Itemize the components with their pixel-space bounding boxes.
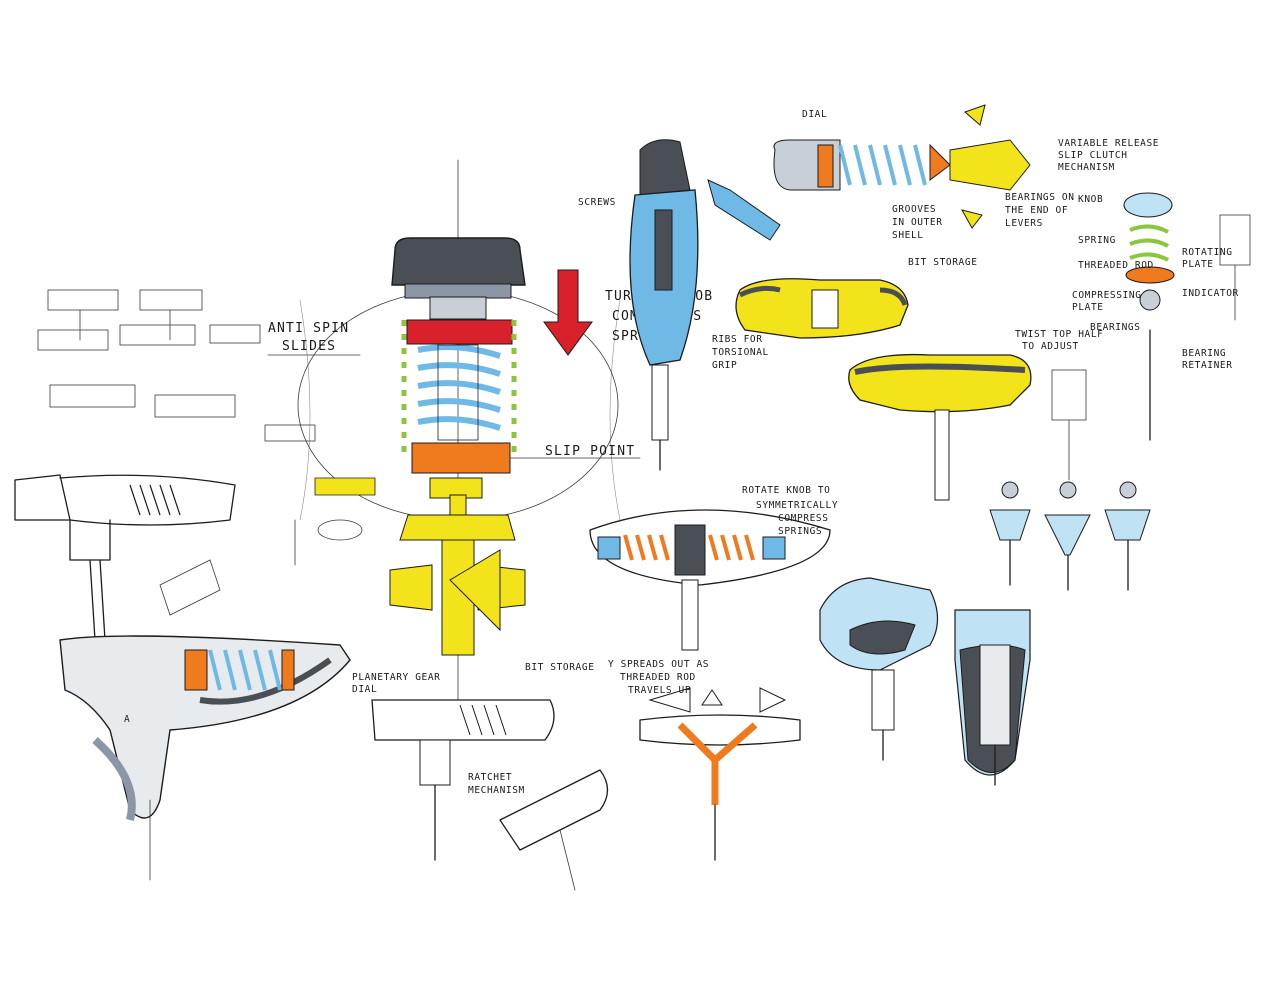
ribs-label-3: GRIP: [712, 360, 737, 371]
central-exploded-clutch: [297, 159, 621, 701]
twist-top-label-2: TO ADJUST: [1022, 341, 1079, 352]
misc-small-sketches: [159, 424, 376, 616]
bottom-right-tools: [819, 577, 1031, 786]
planetary-gear-label-2: DIAL: [352, 684, 377, 695]
bearing-retainer-label-2: RETAINER: [1182, 360, 1233, 371]
ribs-label-2: TORSIONAL: [712, 347, 769, 358]
y-spreads-label: Y SPREADS OUT AS: [608, 659, 709, 670]
grooves-label: GROOVES: [892, 204, 936, 215]
planetary-gear-label: PLANETARY GEAR: [352, 672, 440, 683]
threaded-rod-label: THREADED ROD: [1078, 260, 1154, 271]
bearings-label-3: LEVERS: [1005, 218, 1043, 229]
bit-storage-top-label: BIT STORAGE: [908, 257, 978, 268]
ratchet-label: RATCHET: [468, 772, 512, 783]
left-thumbnail-sketches: [37, 289, 261, 418]
left-t-handle-sketch: [14, 474, 236, 641]
rotating-plate-label: ROTATING: [1182, 247, 1233, 258]
rotate-knob-label: ROTATE KNOB TO: [742, 485, 830, 496]
anti-spin-label: ANTI SPIN: [268, 321, 349, 336]
variable-release-label: VARIABLE RELEASE: [1058, 138, 1159, 149]
bottom-center-t-handle: BIT STORAGE RATCHET MECHANISM: [371, 662, 609, 891]
section-a-mark: A: [124, 714, 130, 725]
slip-point-label: SLIP POINT: [545, 444, 635, 459]
y-spreads-sketch: Y SPREADS OUT AS THREADED ROD TRAVELS UP: [608, 659, 801, 861]
rotate-knob-label-4: SPRINGS: [778, 526, 822, 537]
dial-label: DIAL: [802, 109, 827, 120]
blue-screwdriver-sketch: SCREWS RIBS FOR TORSIONAL GRIP: [578, 139, 781, 471]
bearing-retainer-label: BEARING: [1182, 348, 1226, 359]
twist-top-label: TWIST TOP HALF: [1015, 329, 1103, 340]
variable-release-label-3: MECHANISM: [1058, 162, 1115, 173]
grooves-label-3: SHELL: [892, 230, 924, 241]
yellow-t-handles: TWIST TOP HALF TO ADJUST: [735, 278, 1103, 501]
ribs-label: RIBS FOR: [712, 334, 763, 345]
ratchet-label-2: MECHANISM: [468, 785, 525, 796]
compressing-plate-label: COMPRESSING: [1072, 290, 1142, 301]
small-blue-tools: [989, 481, 1151, 591]
left-bottom-t-handle: A PLANETARY GEAR DIAL: [59, 635, 440, 881]
spring-label: SPRING: [1078, 235, 1116, 246]
variable-release-label-2: SLIP CLUTCH: [1058, 150, 1128, 161]
rotate-knob-label-2: SYMMETRICALLY: [756, 500, 838, 511]
bearings-label-2: THE END OF: [1005, 205, 1068, 216]
rotate-knob-label-3: COMPRESS: [778, 513, 829, 524]
knob-label: KNOB: [1078, 194, 1103, 205]
bearings-right-label: BEARINGS: [1090, 322, 1141, 333]
anti-spin-label-2: SLIDES: [282, 339, 336, 354]
y-spreads-label-3: TRAVELS UP: [628, 685, 691, 696]
label-anti-spin: ANTI SPIN SLIDES: [267, 321, 361, 356]
indicator-label: INDICATOR: [1182, 288, 1239, 299]
top-right-slip-clutch: DIAL VARIABLE RELEASE SLIP CLUTCH MECHAN…: [773, 104, 1159, 268]
label-slip-point: SLIP POINT: [509, 444, 641, 459]
rotating-plate-label-2: PLATE: [1182, 259, 1214, 270]
far-right-exploded: KNOB SPRING THREADED ROD ROTATING PLATE …: [1051, 192, 1251, 481]
y-spreads-label-2: THREADED ROD: [620, 672, 696, 683]
symmetric-spring-sketch: ROTATE KNOB TO SYMMETRICALLY COMPRESS SP…: [589, 485, 838, 651]
compressing-plate-label-2: PLATE: [1072, 302, 1104, 313]
grooves-label-2: IN OUTER: [892, 217, 943, 228]
screws-label: SCREWS: [578, 197, 616, 208]
bearings-label: BEARINGS ON: [1005, 192, 1075, 203]
bit-storage-mid-label: BIT STORAGE: [525, 662, 595, 673]
